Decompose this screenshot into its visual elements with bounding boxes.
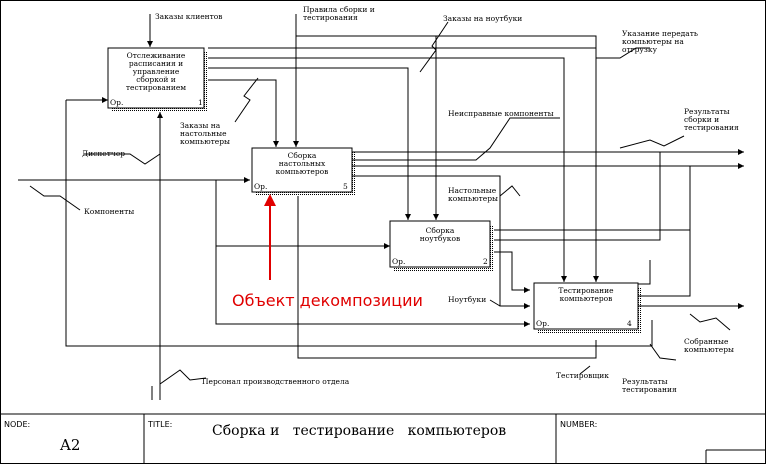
footer-node-label: NODE: [4, 420, 30, 429]
label-dispatcher: Диспетчер [82, 149, 125, 158]
label-laptop-orders: Заказы на ноутбуки [443, 14, 522, 23]
label-desktops-mid: Настольные [448, 186, 497, 195]
box-testing-or: Ор. [536, 319, 549, 328]
box-tracking-line: сборкой и [136, 75, 176, 84]
label-transfer-instruction: отгрузку [622, 45, 658, 54]
label-desktops-mid: компьютеры [448, 194, 498, 203]
label-testers: Тестировщик [556, 371, 609, 380]
box-desktop-line: Сборка [288, 151, 317, 160]
footer-node-value: A2 [59, 436, 80, 454]
label-orders-clients: Заказы клиентов [155, 12, 223, 21]
label-results-top: Результаты [684, 107, 730, 116]
box-tracking-or: Ор. [110, 98, 123, 107]
decomposition-annotation: Объект декомпозиции [232, 194, 423, 310]
label-assembled: Собранные [684, 337, 729, 346]
box-tracking-line: расписания и [129, 59, 183, 68]
annotation-text: Объект декомпозиции [232, 291, 423, 310]
label-results-top: тестирования [684, 123, 739, 132]
label-transfer-instruction: Указание передать [622, 29, 698, 38]
label-components: Компоненты [84, 207, 134, 216]
box-testing-num: 4 [627, 319, 632, 328]
footer: NODE: A2 TITLE: Сборка и тестирование ко… [0, 413, 766, 464]
label-desktop-orders: Заказы на [180, 121, 221, 130]
box-laptop-line: Сборка [426, 226, 455, 235]
box-tracking: Отслеживание расписания и управление сбо… [107, 47, 208, 112]
box-desktop-num: 5 [343, 182, 348, 191]
arrows [18, 14, 744, 400]
box-tracking-line: Отслеживание [127, 51, 186, 60]
box-testing-line: Тестирование [558, 286, 614, 295]
arrow-labels: Заказы клиентов Правила сборки и тестиро… [82, 5, 739, 394]
label-transfer-instruction: компьютеры на [622, 37, 684, 46]
label-desktop-orders: настольные [180, 129, 227, 138]
box-laptop-num: 2 [483, 257, 488, 266]
box-tracking-line: тестированием [126, 83, 186, 92]
label-desktop-orders: компьютеры [180, 137, 230, 146]
box-laptop-or: Ор. [392, 257, 405, 266]
label-assembly-rules: Правила сборки и [303, 5, 375, 14]
footer-title-label: TITLE: [147, 420, 172, 429]
box-desktop-line: компьютеров [276, 167, 329, 176]
label-faulty-components: Неисправные компоненты [448, 109, 554, 118]
box-testing-line: компьютеров [560, 294, 613, 303]
label-staff: Персонал производственного отдела [202, 377, 350, 386]
footer-title-value: Сборка и тестирование компьютеров [212, 423, 506, 439]
box-desktop-or: Ор. [254, 182, 267, 191]
label-assembled: компьютеры [684, 345, 734, 354]
box-testing: Тестирование компьютеров Ор. 4 [533, 282, 642, 333]
box-laptop-line: ноутбуков [420, 234, 460, 243]
box-desktop-line: настольных [279, 159, 326, 168]
label-assembly-rules: тестирования [303, 13, 358, 22]
label-results-bottom: тестирования [622, 385, 677, 394]
label-results-top: сборки и [684, 115, 719, 124]
box-desktop-assembly: Сборка настольных компьютеров Ор. 5 [251, 147, 356, 196]
box-laptop-assembly: Сборка ноутбуков Ор. 2 [389, 220, 494, 271]
box-tracking-num: 1 [198, 98, 203, 107]
label-laptops: Ноутбуки [448, 295, 486, 304]
box-tracking-line: управление [133, 67, 180, 76]
label-results-bottom: Результаты [622, 377, 668, 386]
footer-number-label: NUMBER: [560, 420, 597, 429]
